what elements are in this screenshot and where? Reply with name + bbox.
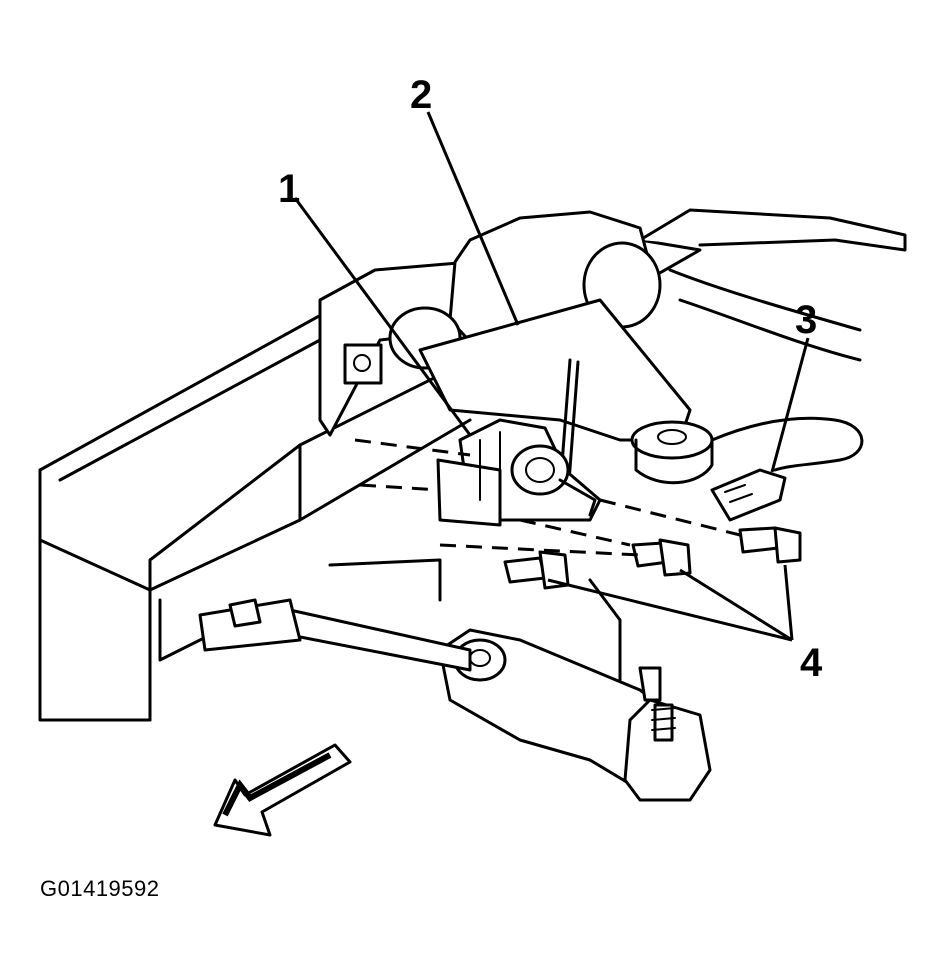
callout-4: 4	[800, 641, 823, 685]
figure-id-label: G01419592	[40, 876, 160, 901]
cross-tube	[198, 558, 622, 682]
upper-control-arm	[388, 210, 714, 485]
callout-3: 3	[795, 298, 817, 342]
crossmember	[638, 208, 907, 362]
callout-2: 2	[410, 73, 432, 117]
leader-lines	[293, 111, 810, 642]
wire-harness	[710, 416, 864, 522]
callout-1: 1	[278, 167, 300, 211]
direction-arrow-icon	[213, 743, 352, 837]
mounting-bolts	[503, 526, 802, 590]
lower-control-arm	[438, 628, 712, 802]
alignment-lines	[354, 438, 741, 557]
height-sensor	[436, 418, 602, 527]
